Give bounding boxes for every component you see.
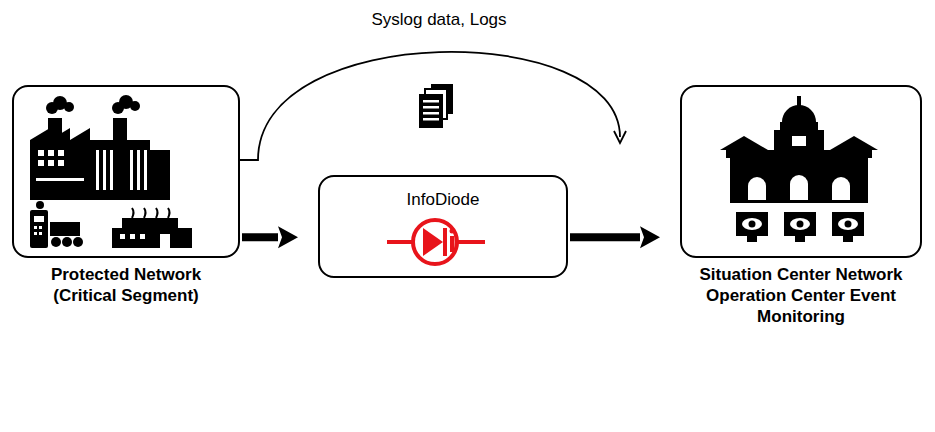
network-box: Protected Network (Critical Segment)	[12, 85, 240, 258]
monitor-icons	[736, 212, 864, 242]
node-caption: Protected Network (Critical Segment)	[40, 264, 212, 306]
diode-box: InfoDiode	[318, 175, 568, 278]
factory-icon	[30, 95, 192, 248]
flow-arrow	[242, 226, 298, 248]
diode-symbol	[387, 220, 485, 264]
building-icon	[720, 96, 878, 204]
document-icon	[419, 84, 453, 128]
flow-arrow	[570, 226, 660, 248]
edge-label: Syslog data, Logs	[368, 10, 509, 30]
center-box: Situation Center Network Operation Cente…	[680, 85, 922, 258]
node-title: InfoDiode	[320, 177, 566, 210]
flow-arrow	[240, 52, 626, 160]
node-caption: Situation Center Network Operation Cente…	[695, 264, 907, 327]
